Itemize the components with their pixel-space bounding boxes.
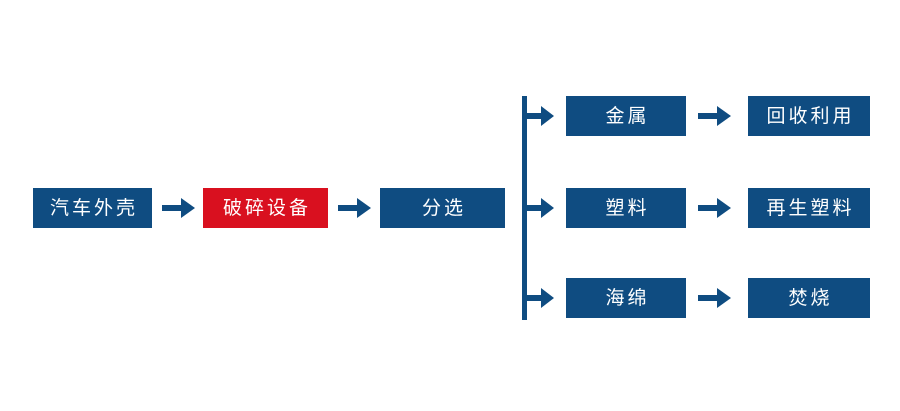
- node-crusher[interactable]: 破碎设备: [203, 188, 328, 228]
- branch-arrow-plastic: [525, 195, 555, 221]
- node-shell[interactable]: 汽车外壳: [33, 188, 152, 228]
- node-sorting[interactable]: 分选: [380, 188, 505, 228]
- node-destination-incineration[interactable]: 焚烧: [748, 278, 870, 318]
- arrow-shell-to-crusher: [162, 195, 196, 221]
- node-material-metal[interactable]: 金属: [566, 96, 686, 136]
- branch-arrow-sponge: [525, 285, 555, 311]
- node-destination-recycle[interactable]: 回收利用: [748, 96, 870, 136]
- vertical-split-line: [522, 96, 527, 320]
- arrow-crusher-to-sorting: [338, 195, 372, 221]
- branch-arrow-metal: [525, 103, 555, 129]
- node-material-plastic[interactable]: 塑料: [566, 188, 686, 228]
- arrow-plastic-to-regenerated: [698, 195, 732, 221]
- arrow-sponge-to-incineration: [698, 285, 732, 311]
- arrow-metal-to-recycle: [698, 103, 732, 129]
- node-material-sponge[interactable]: 海绵: [566, 278, 686, 318]
- node-destination-regenerated-plastic[interactable]: 再生塑料: [748, 188, 870, 228]
